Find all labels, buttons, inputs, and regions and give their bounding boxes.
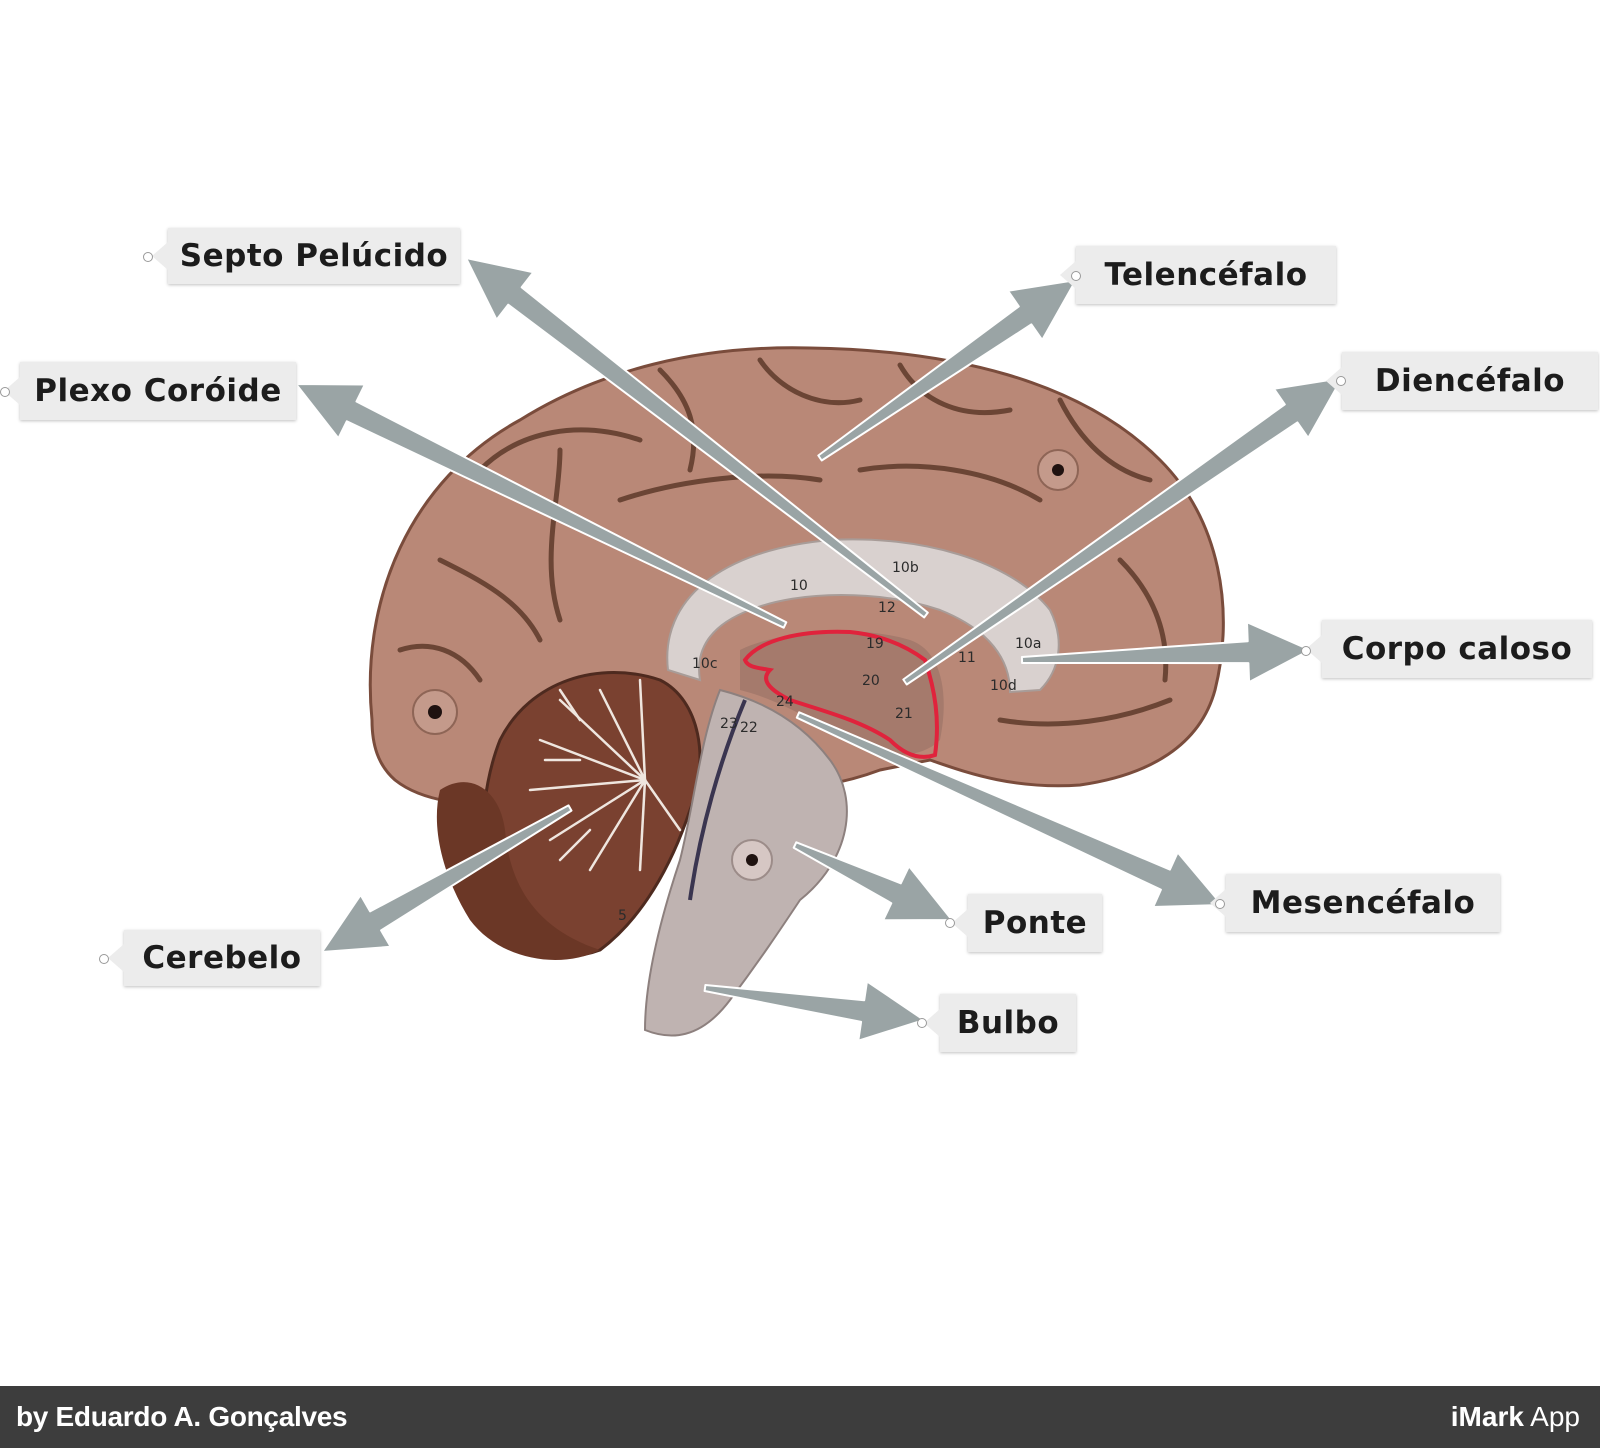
model-peg-brainstem xyxy=(731,839,773,881)
label-telencefalo: Telencéfalo xyxy=(1060,246,1336,304)
label-text: Ponte xyxy=(982,905,1088,941)
arrow-diencefalo xyxy=(902,377,1343,686)
model-peg-left xyxy=(412,689,458,735)
label-mesencefalo: Mesencéfalo xyxy=(1210,874,1500,932)
diencephalon-region xyxy=(740,631,944,755)
anchor-point xyxy=(1215,899,1225,909)
model-number: 19 xyxy=(866,636,884,652)
model-number: 11 xyxy=(958,650,976,666)
label-text: Diencéfalo xyxy=(1374,363,1566,399)
model-number: 12 xyxy=(878,600,896,616)
cerebellum-lower xyxy=(436,782,600,960)
model-number: 10 xyxy=(790,578,808,594)
label-plexo-coroide: Plexo Coróide xyxy=(4,362,296,420)
arrow-ponte xyxy=(792,841,953,922)
model-peg-top-right xyxy=(1037,449,1079,491)
anchor-point xyxy=(945,918,955,928)
label-text: Telencéfalo xyxy=(1104,257,1308,293)
anchor-point xyxy=(99,954,109,964)
model-number: 22 xyxy=(740,720,758,736)
model-number: 10b xyxy=(892,560,919,576)
label-text: Cerebelo xyxy=(142,940,302,976)
anchor-point xyxy=(1301,646,1311,656)
arrows xyxy=(295,257,1343,1042)
anchor-point xyxy=(1071,271,1081,281)
red-outline-marker xyxy=(742,629,939,759)
arrow-mesencefalo xyxy=(795,711,1223,908)
app-brand-suffix: App xyxy=(1530,1401,1580,1432)
model-number: 10c xyxy=(692,656,718,672)
arrow-cerebelo xyxy=(321,804,573,953)
label-text: Plexo Coróide xyxy=(34,373,282,409)
label-bulbo: Bulbo xyxy=(924,994,1076,1052)
arrow-telencefalo xyxy=(817,279,1077,462)
model-number: 20 xyxy=(862,673,880,689)
app-brand-name: iMark xyxy=(1450,1401,1524,1432)
model-number: 23 xyxy=(720,716,738,732)
model-number: 21 xyxy=(895,706,913,722)
arrow-septo-pelucido xyxy=(465,257,929,619)
corpus-callosum xyxy=(666,538,1060,694)
model-numbers: 10 10b 12 10c 19 20 10a 11 10d 21 24 22 … xyxy=(618,560,1041,924)
anchor-point xyxy=(143,252,153,262)
model-number: 10d xyxy=(990,678,1017,694)
label-diencefalo: Diencéfalo xyxy=(1326,352,1598,410)
arrow-plexo-coroide xyxy=(295,383,788,629)
label-corpo-caloso: Corpo caloso xyxy=(1306,620,1592,678)
footer-bar: by Eduardo A. Gonçalves iMark App xyxy=(0,1386,1600,1448)
model-number: 5 xyxy=(618,908,627,924)
app-brand: iMark App xyxy=(1451,1401,1580,1433)
model-number: 24 xyxy=(776,694,794,710)
label-text: Bulbo xyxy=(956,1005,1060,1041)
label-septo-pelucido: Septo Pelúcido xyxy=(152,228,460,284)
arrow-bulbo xyxy=(703,980,925,1042)
label-ponte: Ponte xyxy=(952,894,1102,952)
model-number: 10a xyxy=(1015,636,1041,652)
label-text: Septo Pelúcido xyxy=(179,238,449,274)
arbor-vitae xyxy=(528,678,682,872)
anchor-point xyxy=(917,1018,927,1028)
anchor-point xyxy=(1336,376,1346,386)
label-cerebelo: Cerebelo xyxy=(108,930,320,986)
label-text: Corpo caloso xyxy=(1341,631,1573,667)
author-credit: by Eduardo A. Gonçalves xyxy=(16,1401,348,1432)
anchor-point xyxy=(0,387,10,397)
label-text: Mesencéfalo xyxy=(1250,885,1476,921)
arrow-corpo-caloso xyxy=(1020,621,1311,684)
fourth-ventricle-line xyxy=(688,699,747,901)
